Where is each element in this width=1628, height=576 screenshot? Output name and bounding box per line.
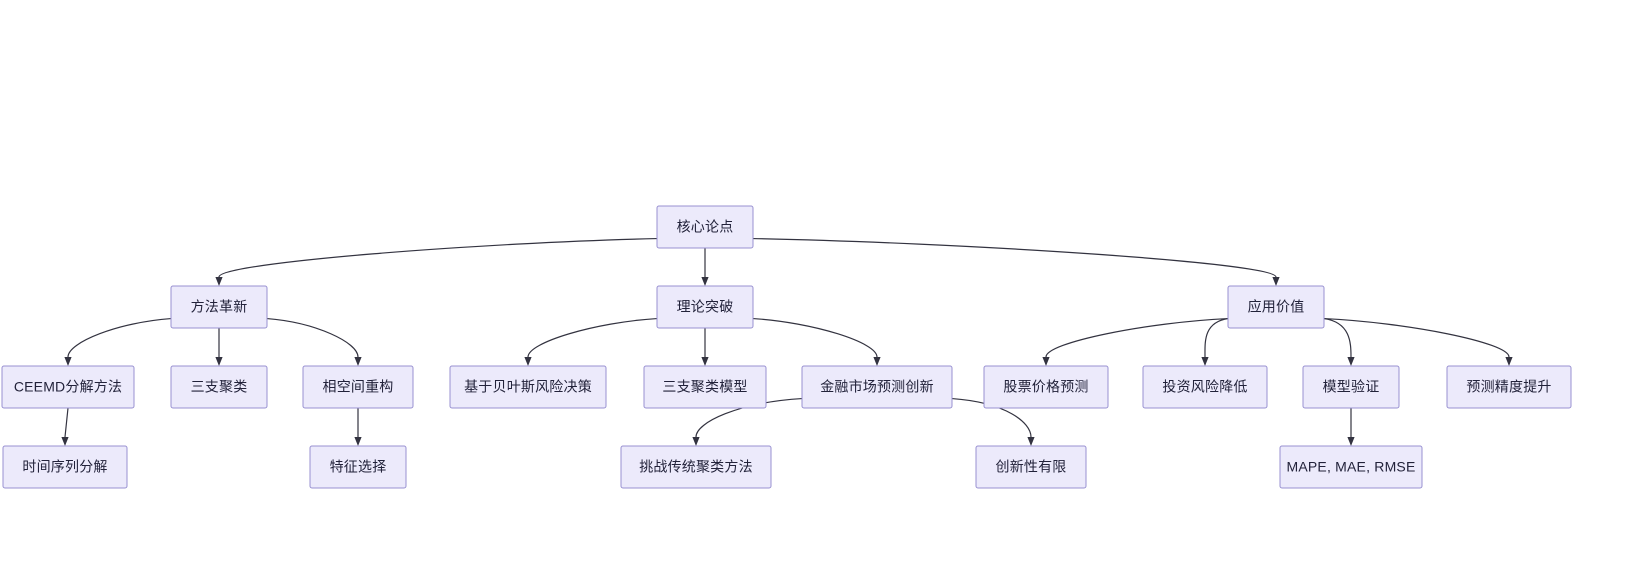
arrowhead-n3 — [1272, 277, 1280, 286]
node-box-n0[interactable] — [656, 205, 754, 249]
node-n18[interactable]: MAPE, MAE, RMSE — [1279, 445, 1423, 489]
arrowhead-n12 — [1347, 357, 1355, 366]
edge-n2-to-n7 — [527, 317, 658, 358]
arrowhead-n9 — [873, 357, 881, 366]
edge-n9-to-n17 — [951, 397, 1032, 438]
node-box-n2[interactable] — [656, 285, 754, 329]
node-box-n4[interactable] — [1, 365, 135, 409]
edge-n9-to-n16 — [695, 397, 803, 438]
node-label-n11: 投资风险降低 — [1162, 379, 1247, 395]
node-n2[interactable]: 理论突破 — [656, 285, 754, 329]
node-n0[interactable]: 核心论点 — [656, 205, 754, 249]
node-n13[interactable]: 预测精度提升 — [1446, 365, 1572, 409]
node-box-n8[interactable] — [643, 365, 767, 409]
node-label-n13: 预测精度提升 — [1466, 379, 1551, 395]
node-box-n14[interactable] — [2, 445, 128, 489]
arrowhead-n1 — [215, 277, 223, 286]
node-n15[interactable]: 特征选择 — [309, 445, 407, 489]
node-n1[interactable]: 方法革新 — [170, 285, 268, 329]
arrowhead-n10 — [1042, 357, 1050, 366]
edge-n3-to-n12 — [1323, 317, 1352, 358]
edge-n2-to-n9 — [752, 317, 878, 358]
arrowhead-n2 — [701, 277, 709, 286]
node-label-n3: 应用价值 — [1248, 299, 1305, 315]
node-label-n15: 特征选择 — [330, 459, 387, 475]
node-box-n12[interactable] — [1302, 365, 1400, 409]
arrowhead-n6 — [354, 357, 362, 366]
node-box-n9[interactable] — [801, 365, 953, 409]
node-label-n1: 方法革新 — [191, 299, 248, 315]
edge-n4-to-n14 — [64, 407, 69, 438]
arrowhead-n13 — [1505, 357, 1513, 366]
node-label-n17: 创新性有限 — [996, 459, 1067, 475]
node-label-n10: 股票价格预测 — [1003, 379, 1088, 395]
node-box-n13[interactable] — [1446, 365, 1572, 409]
arrowhead-n5 — [215, 357, 223, 366]
arrowhead-n15 — [354, 437, 362, 446]
node-box-n3[interactable] — [1227, 285, 1325, 329]
arrowhead-n11 — [1201, 357, 1209, 366]
node-n11[interactable]: 投资风险降低 — [1142, 365, 1268, 409]
arrowhead-n4 — [64, 357, 72, 366]
edge-n1-to-n4 — [67, 317, 172, 358]
node-label-n6: 相空间重构 — [323, 379, 394, 395]
node-n17[interactable]: 创新性有限 — [975, 445, 1087, 489]
edge-n0-to-n3 — [752, 237, 1277, 278]
edge-n3-to-n10 — [1045, 317, 1229, 358]
node-label-n2: 理论突破 — [677, 299, 734, 315]
node-n7[interactable]: 基于贝叶斯风险决策 — [449, 365, 607, 409]
node-box-n17[interactable] — [975, 445, 1087, 489]
arrowhead-n14 — [61, 437, 69, 446]
node-n9[interactable]: 金融市场预测创新 — [801, 365, 953, 409]
node-box-n5[interactable] — [170, 365, 268, 409]
node-label-n5: 三支聚类 — [191, 379, 248, 395]
node-label-n14: 时间序列分解 — [22, 459, 107, 475]
edge-n1-to-n6 — [266, 317, 359, 358]
node-box-n6[interactable] — [302, 365, 414, 409]
node-label-n0: 核心论点 — [677, 219, 734, 235]
node-label-n16: 挑战传统聚类方法 — [639, 459, 753, 475]
node-n3[interactable]: 应用价值 — [1227, 285, 1325, 329]
node-n4[interactable]: CEEMD分解方法 — [1, 365, 135, 409]
node-box-n10[interactable] — [983, 365, 1109, 409]
node-box-n7[interactable] — [449, 365, 607, 409]
node-n14[interactable]: 时间序列分解 — [2, 445, 128, 489]
node-label-n4: CEEMD分解方法 — [14, 379, 122, 395]
node-box-n1[interactable] — [170, 285, 268, 329]
node-label-n8: 三支聚类模型 — [662, 379, 747, 395]
node-n6[interactable]: 相空间重构 — [302, 365, 414, 409]
node-label-n9: 金融市场预测创新 — [820, 379, 934, 395]
node-label-n18: MAPE, MAE, RMSE — [1286, 459, 1415, 475]
arrowhead-n8 — [701, 357, 709, 366]
node-box-n15[interactable] — [309, 445, 407, 489]
node-box-n11[interactable] — [1142, 365, 1268, 409]
node-label-n7: 基于贝叶斯风险决策 — [464, 379, 592, 395]
node-n8[interactable]: 三支聚类模型 — [643, 365, 767, 409]
edge-n3-to-n13 — [1323, 317, 1510, 358]
arrowhead-n17 — [1027, 437, 1035, 446]
edge-layer — [61, 237, 1513, 446]
node-label-n12: 模型验证 — [1323, 379, 1380, 395]
node-box-n18[interactable] — [1279, 445, 1423, 489]
node-n10[interactable]: 股票价格预测 — [983, 365, 1109, 409]
node-n16[interactable]: 挑战传统聚类方法 — [620, 445, 772, 489]
arrowhead-n16 — [692, 437, 700, 446]
node-n12[interactable]: 模型验证 — [1302, 365, 1400, 409]
arrowhead-n18 — [1347, 437, 1355, 446]
edge-n0-to-n1 — [218, 237, 658, 278]
edge-n3-to-n11 — [1204, 317, 1229, 358]
arrowhead-n7 — [524, 357, 532, 366]
node-n5[interactable]: 三支聚类 — [170, 365, 268, 409]
node-box-n16[interactable] — [620, 445, 772, 489]
